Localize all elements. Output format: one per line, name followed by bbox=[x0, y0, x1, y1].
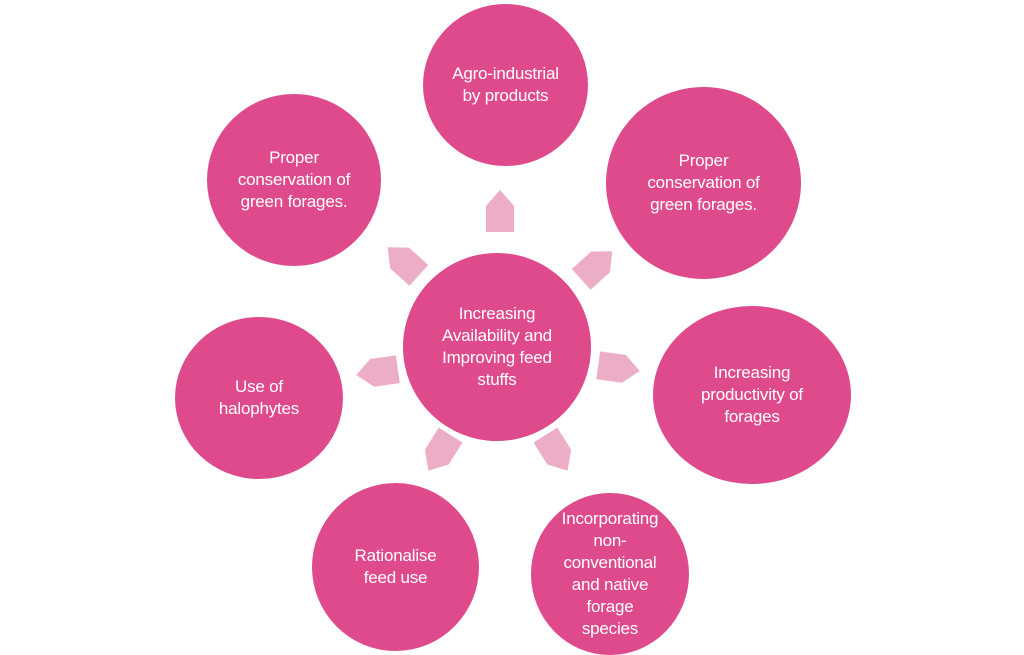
node-use-of-halophytes: Use of halophytes bbox=[175, 317, 343, 479]
node-proper-conservation-left: Proper conservation of green forages. bbox=[207, 94, 381, 266]
node-agro-industrial-byproducts: Agro-industrial by products bbox=[423, 4, 588, 166]
node-label: Increasing productivity of forages bbox=[701, 363, 803, 426]
node-label: Proper conservation of green forages. bbox=[647, 151, 760, 214]
node-label: Use of halophytes bbox=[218, 377, 300, 418]
node-increasing-productivity: Increasing productivity of forages bbox=[653, 306, 851, 484]
node-label: Proper conservation of green forages. bbox=[237, 148, 351, 211]
center-node-label: Increasing Availability and Improving fe… bbox=[442, 304, 552, 389]
center-node: Increasing Availability and Improving fe… bbox=[403, 253, 591, 441]
node-non-conventional-species: Incorporating non- conventional and nati… bbox=[531, 493, 689, 655]
node-label: Agro-industrial by products bbox=[452, 64, 559, 105]
node-label: Rationalise feed use bbox=[354, 546, 437, 587]
node-proper-conservation-right: Proper conservation of green forages. bbox=[606, 87, 801, 279]
node-rationalise-feed-use: Rationalise feed use bbox=[312, 483, 479, 651]
node-label: Incorporating non- conventional and nati… bbox=[561, 509, 659, 638]
